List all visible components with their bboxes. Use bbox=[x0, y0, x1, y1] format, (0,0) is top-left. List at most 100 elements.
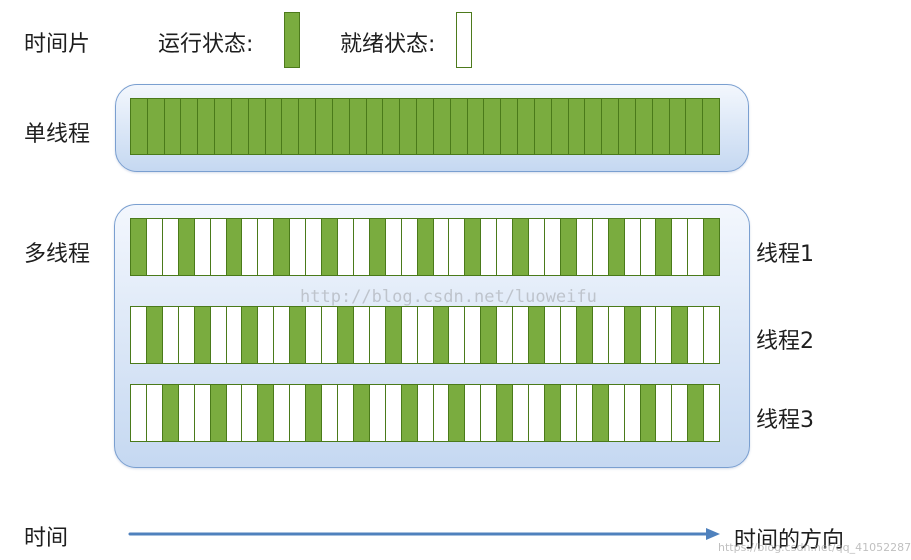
time-slice-running bbox=[484, 99, 502, 154]
time-slice-running bbox=[417, 219, 434, 275]
time-slice-running bbox=[164, 99, 182, 154]
single-thread-strip bbox=[130, 98, 720, 155]
time-slice-running bbox=[592, 385, 609, 441]
time-slice-running bbox=[544, 385, 561, 441]
time-slice-ready bbox=[162, 219, 179, 275]
time-slice-running bbox=[467, 99, 485, 154]
single-thread-label: 单线程 bbox=[24, 122, 91, 147]
time-slice-running bbox=[248, 99, 266, 154]
time-slice-ready bbox=[274, 307, 291, 363]
time-slice-ready bbox=[481, 219, 498, 275]
time-slice-ready bbox=[688, 307, 705, 363]
time-axis-label: 时间 bbox=[24, 526, 69, 551]
time-slice-ready bbox=[210, 307, 227, 363]
time-slice-running bbox=[131, 219, 147, 275]
time-slice-ready bbox=[417, 385, 434, 441]
time-slice-ready bbox=[529, 219, 545, 275]
time-slice-ready bbox=[576, 385, 593, 441]
time-direction-arrow bbox=[128, 528, 720, 540]
time-slice-running bbox=[433, 307, 450, 363]
time-slice-ready bbox=[337, 219, 354, 275]
time-slice-running bbox=[226, 219, 243, 275]
time-slice-running bbox=[576, 307, 593, 363]
time-slice-ready bbox=[513, 307, 530, 363]
time-slice-ready bbox=[544, 219, 561, 275]
time-slice-ready bbox=[608, 385, 625, 441]
time-slice-ready bbox=[178, 385, 195, 441]
ready-state-swatch bbox=[456, 12, 472, 68]
time-slice-ready bbox=[481, 385, 498, 441]
time-slice-ready bbox=[194, 219, 211, 275]
time-slice-ready bbox=[497, 307, 514, 363]
time-slice-ready bbox=[560, 307, 577, 363]
time-slice-running bbox=[299, 99, 317, 154]
time-slice-running bbox=[366, 99, 384, 154]
time-direction-label: 时间的方向 bbox=[734, 528, 845, 553]
time-slice-ready bbox=[401, 219, 418, 275]
time-slice-running bbox=[656, 219, 673, 275]
time-slice-ready bbox=[337, 385, 354, 441]
thread-2-strip bbox=[130, 306, 720, 364]
time-slice-running bbox=[449, 385, 466, 441]
time-slice-ready bbox=[162, 307, 179, 363]
time-slice-ready bbox=[544, 307, 561, 363]
time-slice-ready bbox=[465, 385, 482, 441]
time-slice-running bbox=[529, 307, 545, 363]
time-slice-ready bbox=[513, 385, 530, 441]
time-slice-running bbox=[400, 99, 418, 154]
time-slice-running bbox=[282, 99, 300, 154]
time-slice-ready bbox=[210, 219, 227, 275]
time-slice-ready bbox=[449, 219, 466, 275]
time-slice-ready bbox=[529, 385, 545, 441]
time-slice-ready bbox=[560, 385, 577, 441]
time-slice-running bbox=[385, 307, 402, 363]
time-slice-ready bbox=[433, 219, 450, 275]
time-slice-running bbox=[703, 99, 719, 154]
time-slice-running bbox=[265, 99, 283, 154]
time-slice-running bbox=[635, 99, 653, 154]
time-slice-running bbox=[518, 99, 535, 154]
time-slice-ready bbox=[258, 219, 275, 275]
time-slice-running bbox=[513, 219, 530, 275]
time-slice-running bbox=[147, 99, 165, 154]
time-slice-ready bbox=[497, 219, 514, 275]
time-slice-running bbox=[194, 307, 211, 363]
time-slice-running bbox=[417, 99, 434, 154]
time-slice-ready bbox=[624, 219, 641, 275]
time-slice-running bbox=[640, 385, 657, 441]
time-slice-running bbox=[501, 99, 519, 154]
time-slice-running bbox=[602, 99, 620, 154]
time-slice-ready bbox=[656, 385, 673, 441]
thread-3-label: 线程3 bbox=[756, 408, 814, 433]
ready-state-label: 就绪状态: bbox=[340, 32, 436, 57]
time-slice-running bbox=[178, 219, 195, 275]
time-slice-running bbox=[306, 385, 323, 441]
time-slice-running bbox=[316, 99, 333, 154]
time-slice-ready bbox=[433, 385, 450, 441]
time-slice-running bbox=[198, 99, 216, 154]
time-slice-running bbox=[686, 99, 704, 154]
time-slice-ready bbox=[146, 385, 163, 441]
time-slice-running bbox=[258, 385, 275, 441]
time-slice-running bbox=[131, 99, 148, 154]
time-slice-ready bbox=[624, 385, 641, 441]
time-slice-ready bbox=[274, 385, 291, 441]
time-slice-running bbox=[688, 385, 705, 441]
time-slice-ready bbox=[322, 307, 338, 363]
multi-thread-label: 多线程 bbox=[24, 242, 91, 267]
time-slice-running bbox=[162, 385, 179, 441]
time-slice-running bbox=[568, 99, 586, 154]
time-slice-ready bbox=[465, 307, 482, 363]
time-slice-ready bbox=[385, 219, 402, 275]
time-arrow-head bbox=[706, 528, 720, 540]
time-slice-running bbox=[401, 385, 418, 441]
time-slice-ready bbox=[306, 307, 323, 363]
time-slice-ready bbox=[306, 219, 323, 275]
time-slice-running bbox=[534, 99, 552, 154]
time-slice-running bbox=[322, 219, 338, 275]
time-slice-ready bbox=[672, 219, 689, 275]
time-slice-running bbox=[669, 99, 687, 154]
time-slice-ready bbox=[226, 385, 243, 441]
time-slice-ready bbox=[608, 307, 625, 363]
time-slice-ready bbox=[290, 219, 307, 275]
